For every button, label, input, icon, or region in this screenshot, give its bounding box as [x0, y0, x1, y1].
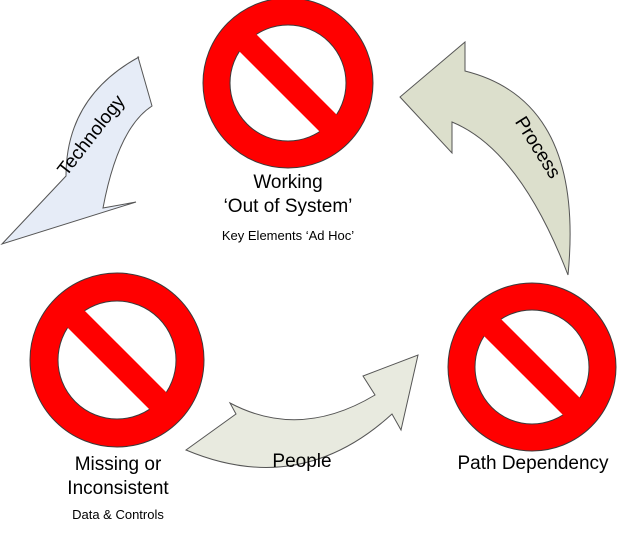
- node-left: Missing or Inconsistent Data & Controls: [29, 272, 205, 522]
- node-top-subtitle: Key Elements ‘Ad Hoc’: [222, 228, 354, 243]
- process-arrow-head: [399, 40, 571, 276]
- node-top: Working ‘Out of System’ Key Elements ‘Ad…: [202, 0, 374, 243]
- technology-arrow: Technology: [0, 56, 153, 246]
- people-arrow: People: [184, 354, 419, 472]
- people-arrow-label: People: [272, 451, 331, 472]
- node-top-title-line1: Working: [253, 172, 322, 193]
- prohibition-icon: [202, 0, 374, 169]
- prohibition-icon: [447, 282, 617, 452]
- prohibition-icon: [29, 272, 205, 448]
- node-left-title-line2: Inconsistent: [67, 478, 169, 499]
- node-right-title-line1: Path Dependency: [457, 453, 609, 474]
- node-left-subtitle: Data & Controls: [72, 507, 164, 522]
- technology-arrow-shape: [0, 56, 153, 246]
- process-arrow: Process: [399, 40, 571, 276]
- node-left-title-line1: Missing or: [75, 454, 162, 475]
- node-top-title-line2: ‘Out of System’: [224, 196, 353, 217]
- node-right: Path Dependency: [447, 282, 617, 474]
- people-arrow-body: [184, 354, 419, 468]
